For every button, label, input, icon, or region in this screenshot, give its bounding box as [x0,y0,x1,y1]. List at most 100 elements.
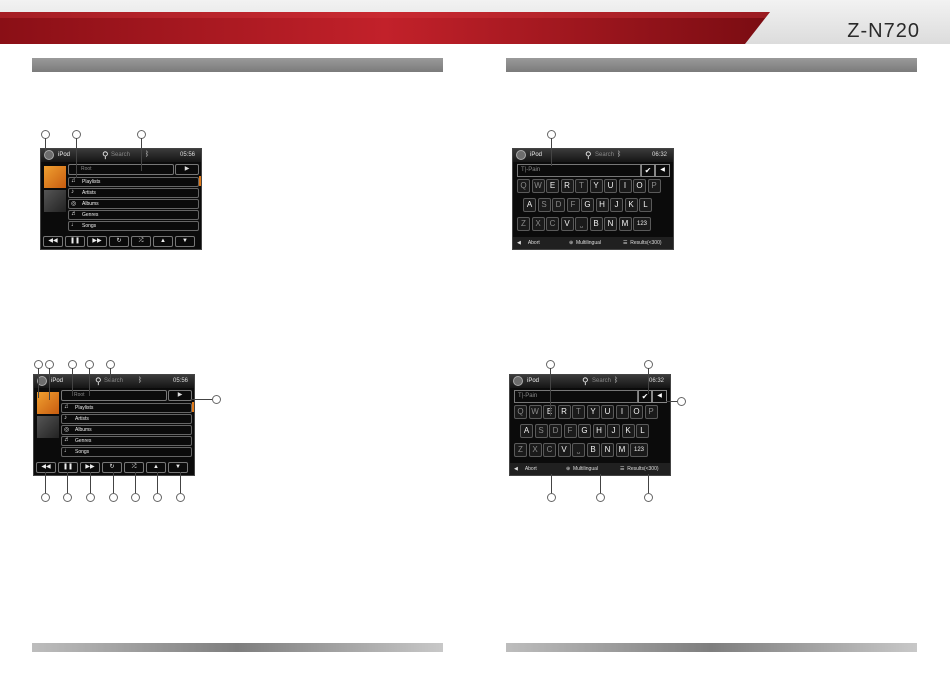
backspace-icon[interactable]: ◀ [652,390,667,403]
key-q[interactable]: Q [517,179,530,193]
key-r[interactable]: R [557,405,571,419]
pause-icon[interactable]: ❚❚ [58,462,78,473]
list-item[interactable]: ♫Playlists [61,403,192,413]
key-z[interactable]: Z [514,443,527,457]
shuffle-icon[interactable]: ⤮ [131,236,151,247]
multilingual-button[interactable]: ⊕ Multilingual [566,466,598,472]
key-a[interactable]: A [523,198,536,212]
list-item[interactable]: ♬Genres [68,210,199,220]
repeat-icon[interactable]: ↻ [102,462,122,473]
down-icon[interactable]: ▼ [168,462,188,473]
key-t[interactable]: T [575,179,588,193]
path-field[interactable]: Root [61,390,167,401]
key-o[interactable]: O [633,179,646,193]
key-123[interactable]: 123 [630,443,648,457]
list-item[interactable]: ♬Genres [61,436,192,446]
scrollbar[interactable] [192,402,194,412]
key-j[interactable]: J [607,424,620,438]
key-l[interactable]: L [639,198,652,212]
key-g[interactable]: G [578,424,591,438]
search-icon[interactable]: ⚲ [102,150,109,160]
key-t[interactable]: T [572,405,585,419]
key-x[interactable]: X [531,217,545,231]
key-q[interactable]: Q [514,405,527,419]
key-y[interactable]: Y [589,179,603,193]
multilingual-button[interactable]: ⊕ Multilingual [569,240,601,246]
key-o[interactable]: O [630,405,643,419]
key-v[interactable]: V [560,217,574,231]
key-k[interactable]: K [621,424,635,438]
key-u[interactable]: U [604,179,617,193]
key-h[interactable]: H [592,424,606,438]
key-e[interactable]: E [546,179,559,193]
key-v[interactable]: V [557,443,571,457]
key-j[interactable]: J [610,198,623,212]
key-w[interactable]: W [528,405,542,419]
key-b[interactable]: B [586,443,600,457]
search-label[interactable]: Search [104,378,124,384]
up-icon[interactable]: ▲ [153,236,173,247]
search-icon[interactable]: ⚲ [582,376,589,386]
key-a[interactable]: A [520,424,533,438]
key-k[interactable]: K [624,198,638,212]
play-button[interactable]: ▶ [175,164,199,175]
key-c[interactable]: C [543,443,556,457]
scrollbar[interactable] [199,176,201,186]
path-field[interactable]: Root [68,164,174,175]
search-input[interactable]: T|-Pain [517,164,641,177]
key-c[interactable]: C [546,217,559,231]
key-i[interactable]: I [618,179,632,193]
abort-button[interactable]: ◀ Abort [514,466,537,472]
list-item[interactable]: ♫Playlists [68,177,199,187]
search-icon[interactable]: ⚲ [95,376,102,386]
key-w[interactable]: W [531,179,545,193]
key-space[interactable]: ⎵ [575,217,588,231]
key-d[interactable]: D [549,424,562,438]
rewind-icon[interactable]: ◀◀ [36,462,56,473]
key-x[interactable]: X [528,443,542,457]
key-n[interactable]: N [604,217,617,231]
key-l[interactable]: L [636,424,649,438]
confirm-check-icon[interactable]: ✔ [638,390,652,403]
pause-icon[interactable]: ❚❚ [65,236,85,247]
list-item[interactable]: ♩Songs [61,447,192,457]
key-space[interactable]: ⎵ [572,443,585,457]
list-item[interactable]: ◎Albums [61,425,192,435]
key-g[interactable]: G [581,198,594,212]
key-n[interactable]: N [601,443,614,457]
fast-forward-icon[interactable]: ▶▶ [87,236,107,247]
rewind-icon[interactable]: ◀◀ [43,236,63,247]
list-item[interactable]: ♪Artists [61,414,192,424]
search-icon[interactable]: ⚲ [585,150,592,160]
key-p[interactable]: P [644,405,658,419]
key-i[interactable]: I [615,405,629,419]
results-button[interactable]: ☰ Results(<300) [623,240,662,246]
key-e[interactable]: E [543,405,556,419]
play-button[interactable]: ▶ [168,390,192,401]
key-r[interactable]: R [560,179,574,193]
key-u[interactable]: U [601,405,614,419]
key-z[interactable]: Z [517,217,530,231]
key-m[interactable]: M [618,217,632,231]
backspace-icon[interactable]: ◀ [655,164,670,177]
list-item[interactable]: ◎Albums [68,199,199,209]
down-icon[interactable]: ▼ [175,236,195,247]
search-label[interactable]: Search [111,152,131,158]
key-h[interactable]: H [595,198,609,212]
key-s[interactable]: S [537,198,551,212]
abort-button[interactable]: ◀ Abort [517,240,540,246]
repeat-icon[interactable]: ↻ [109,236,129,247]
up-icon[interactable]: ▲ [146,462,166,473]
results-button[interactable]: ☰ Results(<300) [620,466,659,472]
key-f[interactable]: F [566,198,580,212]
key-d[interactable]: D [552,198,565,212]
search-label[interactable]: Search [592,378,612,384]
confirm-check-icon[interactable]: ✔ [641,164,655,177]
list-item[interactable]: ♩Songs [68,221,199,231]
key-p[interactable]: P [647,179,661,193]
key-b[interactable]: B [589,217,603,231]
key-s[interactable]: S [534,424,548,438]
shuffle-icon[interactable]: ⤮ [124,462,144,473]
search-label[interactable]: Search [595,152,615,158]
key-y[interactable]: Y [586,405,600,419]
